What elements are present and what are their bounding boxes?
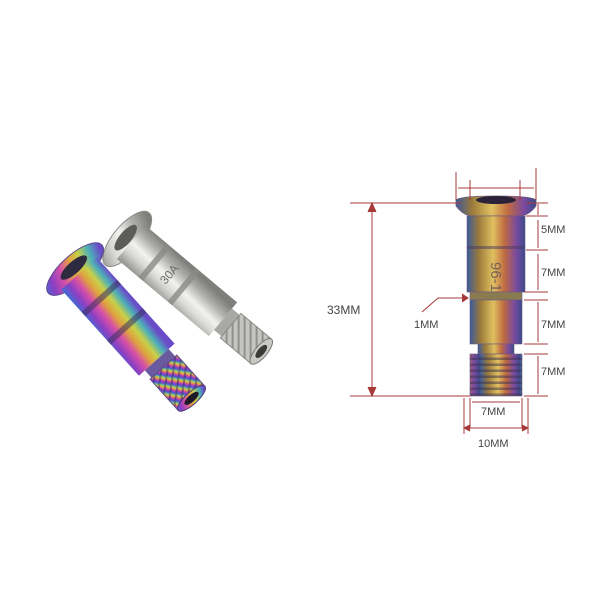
diagram-bolt-thread <box>469 353 523 397</box>
label-groove: 1MM <box>414 319 438 331</box>
dimension-labels: 33MM 5MM 7MM 1MM 7MM 7MM 7MM 10MM <box>327 224 565 450</box>
diagram-bolt-engraving: 96-1 <box>487 262 504 292</box>
diagram-bolt-groove <box>469 291 523 301</box>
label-thread-length: 7MM <box>541 366 565 378</box>
label-head-width: 10MM <box>478 438 509 450</box>
diagram-bolt-upper <box>466 215 526 293</box>
dimension-lines <box>350 168 548 434</box>
silver-bolt: 30A <box>102 210 274 365</box>
label-head-height: 5MM <box>541 224 565 236</box>
label-lower-section: 7MM <box>541 319 565 331</box>
diagram-bolt-flange <box>455 195 537 217</box>
dimensioned-bolt: 96-1 <box>455 195 537 397</box>
rainbow-bolt-body <box>61 257 175 376</box>
label-upper-section: 7MM <box>541 267 565 279</box>
diagram-bolt-lower <box>469 299 523 345</box>
label-total-length: 33MM <box>327 303 360 317</box>
silver-bolt-body <box>116 225 238 337</box>
rainbow-bolt <box>46 242 207 412</box>
label-thread-width: 7MM <box>481 406 505 418</box>
